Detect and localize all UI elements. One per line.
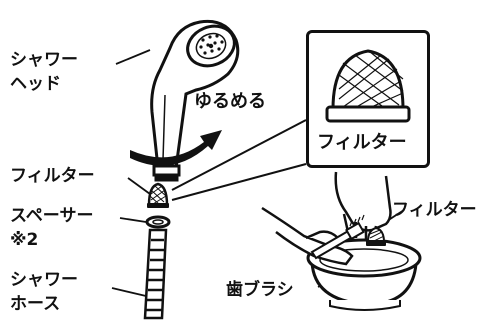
filter-part — [147, 182, 169, 208]
shower-hose — [143, 228, 168, 320]
filter-label: フィルター — [10, 166, 95, 186]
toothbrush-label: 歯ブラシ — [226, 280, 294, 300]
filter-right-label: フィルター — [392, 200, 477, 220]
held-filter — [366, 226, 386, 246]
loosen-label: ゆるめる — [194, 91, 266, 112]
shower-head — [150, 19, 240, 182]
shower-hose-label-line1: シャワー — [10, 270, 78, 290]
filter-callout-box: フィルター — [306, 30, 430, 168]
spacer-label-line1: スペーサー — [10, 206, 94, 226]
wash-basin — [306, 238, 422, 311]
shower-head-label-line1: シャワー — [10, 50, 78, 70]
toothbrush — [310, 214, 365, 260]
callout-lines — [171, 119, 307, 201]
shower-hose-label-line2: ホース — [10, 294, 61, 314]
spacer-ring — [145, 215, 171, 229]
loosen-arrow — [130, 130, 222, 166]
shower-head-label-line2: ヘッド — [10, 74, 61, 94]
filter-enlarged — [325, 49, 411, 123]
shower-nozzles — [199, 34, 224, 55]
spacer-label-line2: ※2 — [10, 230, 39, 250]
callout-filter-label: フィルター — [317, 132, 407, 153]
